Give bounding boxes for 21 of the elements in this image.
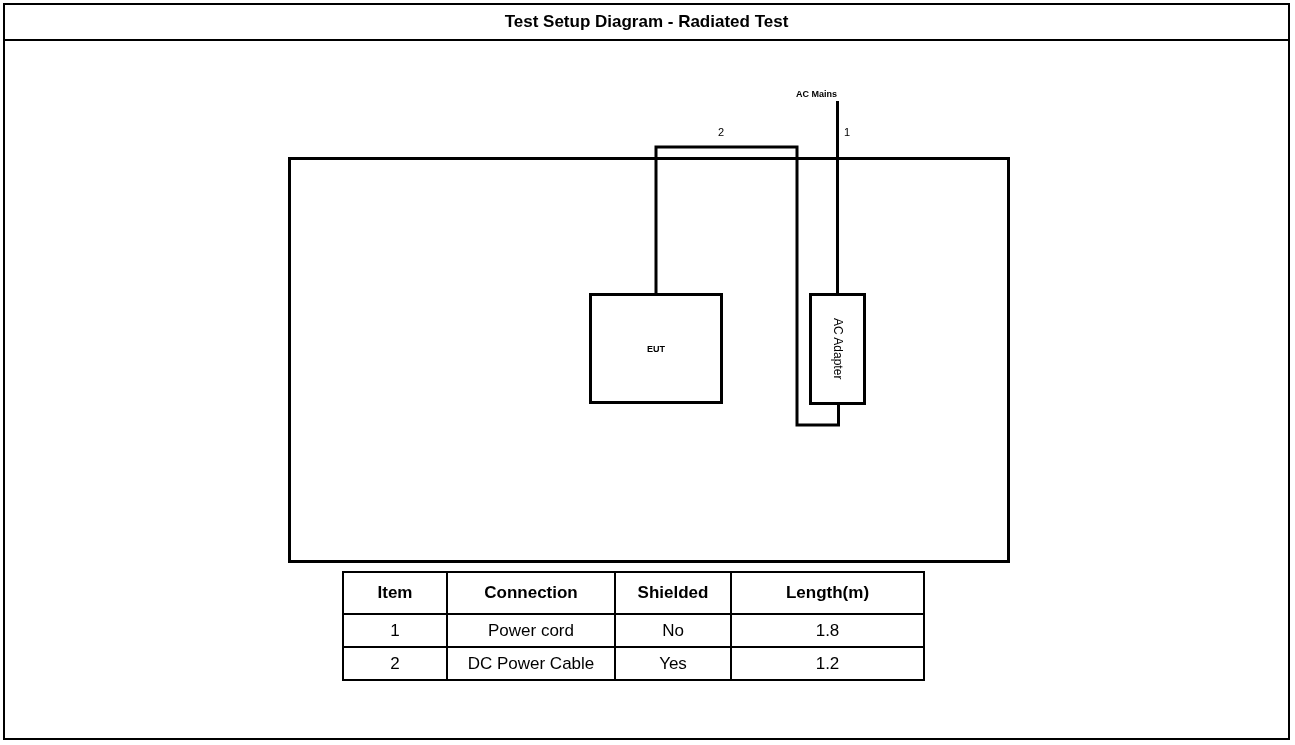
table-header-cell: Length(m)	[731, 572, 924, 614]
source-label: AC Mains	[796, 89, 837, 99]
table-cell: 1	[343, 614, 447, 647]
table-cell: DC Power Cable	[447, 647, 615, 680]
table-cell: Power cord	[447, 614, 615, 647]
cable-line	[836, 101, 839, 293]
table-cell: 2	[343, 647, 447, 680]
edge-label: 2	[717, 126, 726, 138]
table-header-cell: Item	[343, 572, 447, 614]
table-cell: 1.2	[731, 647, 924, 680]
table-header-cell: Shielded	[615, 572, 731, 614]
cable-line	[654, 145, 840, 427]
eut-box: EUT	[589, 293, 723, 404]
table-cell: Yes	[615, 647, 731, 680]
edge-label: 1	[843, 126, 852, 138]
adapter-box: AC Adapter	[809, 293, 866, 405]
diagram-title: Test Setup Diagram - Radiated Test	[504, 12, 789, 32]
table-cell: 1.8	[731, 614, 924, 647]
table-cell: No	[615, 614, 731, 647]
table-header-cell: Connection	[447, 572, 615, 614]
test-table-outline	[288, 157, 1010, 563]
